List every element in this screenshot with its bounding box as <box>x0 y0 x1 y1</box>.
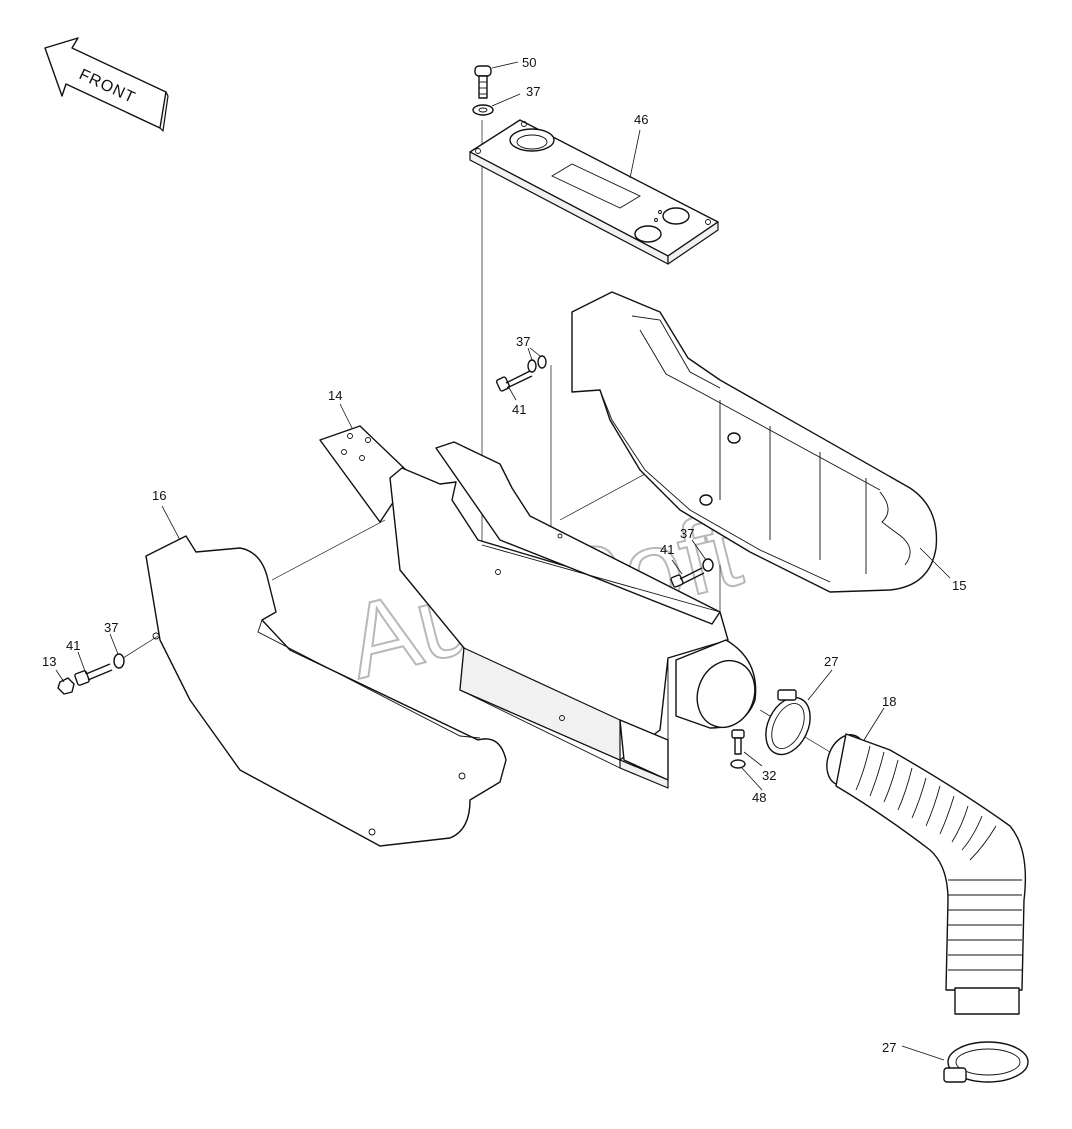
part-46-top-plate <box>469 119 719 265</box>
callout-27-bottom: 27 <box>882 1040 896 1055</box>
part-48-washer <box>730 759 746 769</box>
part-32-bolt <box>731 729 745 755</box>
part-50-bolt <box>474 65 492 99</box>
center-duct-housing <box>389 441 757 789</box>
callout-14: 14 <box>328 388 342 403</box>
leader-lines <box>55 61 951 1061</box>
callout-13: 13 <box>42 654 56 669</box>
callout-37-right: 37 <box>680 526 694 541</box>
part-41-bolt-right <box>670 567 705 588</box>
callout-37-mid: 37 <box>516 334 530 349</box>
callout-15: 15 <box>952 578 966 593</box>
callout-50: 50 <box>522 55 536 70</box>
part-37-washer-top <box>472 104 494 116</box>
callout-41-left: 41 <box>66 638 80 653</box>
part-27-hose-clamp-bottom <box>943 1041 1029 1083</box>
callout-16: 16 <box>152 488 166 503</box>
part-37-washers-mid <box>527 355 547 373</box>
callout-18: 18 <box>882 694 896 709</box>
part-13-nut <box>57 677 75 695</box>
callout-labels: 50 37 46 37 41 14 16 37 41 13 41 37 15 2… <box>42 55 966 1055</box>
callout-37-top: 37 <box>526 84 540 99</box>
callout-46: 46 <box>634 112 648 127</box>
part-27-hose-clamp-top <box>765 689 811 756</box>
part-41-bolt-left <box>74 663 113 686</box>
callout-37-left: 37 <box>104 620 118 635</box>
part-37-washer-right <box>702 558 714 572</box>
callout-41-right: 41 <box>660 542 674 557</box>
part-41-bolt-mid <box>495 370 533 392</box>
callout-41-mid: 41 <box>512 402 526 417</box>
part-16-left-cover <box>145 535 507 847</box>
part-18-flexible-hose <box>826 733 1027 1015</box>
front-arrow-icon: FRONT <box>44 37 169 132</box>
callout-27-top: 27 <box>824 654 838 669</box>
part-37-washer-left <box>113 653 125 669</box>
part-15-right-cover <box>571 291 938 593</box>
callout-48: 48 <box>752 790 766 805</box>
callout-32: 32 <box>762 768 776 783</box>
